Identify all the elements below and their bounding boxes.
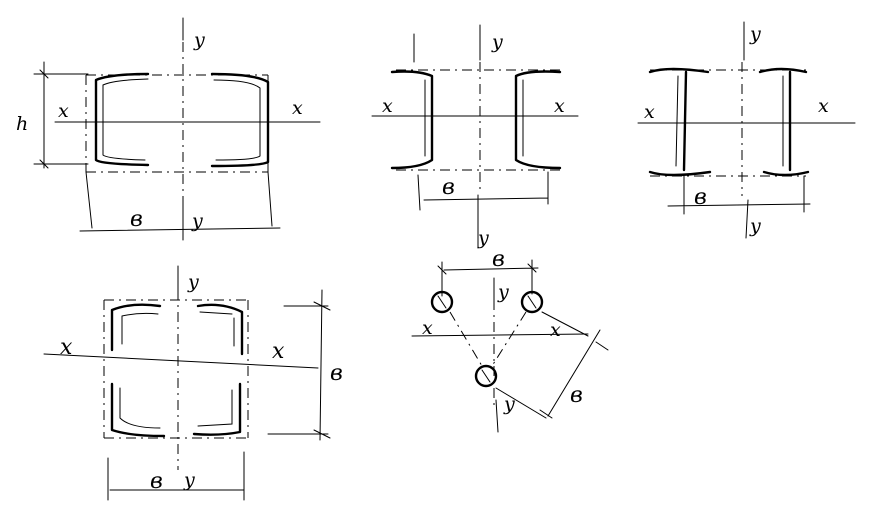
label-x-right: x	[292, 97, 303, 119]
figure-four-angles: x x y y в в	[43, 265, 343, 501]
label-b-bottom: в	[150, 469, 163, 494]
figure-i-beams: x x y y в	[637, 21, 856, 239]
label-y-bottom: y	[503, 393, 515, 415]
label-x-left: x	[422, 317, 433, 339]
label-b: в	[130, 207, 143, 232]
label-b: в	[694, 185, 707, 210]
label-x-right: x	[272, 339, 285, 364]
label-x-left: x	[60, 335, 73, 360]
label-h: h	[16, 113, 28, 135]
label-y-bottom: y	[749, 215, 761, 237]
label-y-top: y	[497, 281, 509, 303]
label-x-left: x	[382, 95, 393, 117]
label-y-top: y	[491, 31, 503, 53]
label-y-top: y	[193, 29, 205, 51]
label-y-bottom: y	[477, 227, 489, 249]
label-x-right: x	[554, 95, 565, 117]
label-b-side: в	[570, 383, 583, 408]
figure-channels-outward: x x y y в	[371, 24, 579, 249]
label-b-top: в	[492, 247, 505, 272]
label-b: в	[442, 175, 455, 200]
label-y-bottom: y	[183, 469, 195, 491]
label-x-left: x	[58, 100, 69, 122]
label-y-top: y	[749, 23, 761, 45]
label-x-right: x	[818, 95, 829, 117]
label-x-left: x	[644, 101, 655, 123]
figure-channels-inward: h x x y y в	[16, 17, 321, 241]
label-b-right: в	[330, 361, 343, 386]
figure-three-rods: x x y y в в	[411, 247, 609, 433]
label-x-right: x	[550, 319, 561, 341]
label-y-bottom: y	[191, 210, 203, 232]
label-y-top: y	[187, 271, 199, 293]
